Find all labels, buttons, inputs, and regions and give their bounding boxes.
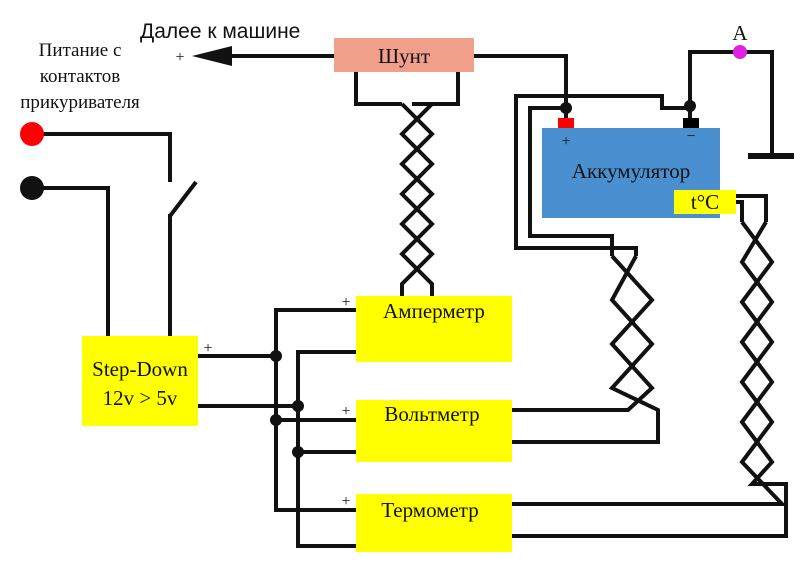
stepdown-plus-sign: + <box>203 340 212 357</box>
shunt-block <box>334 38 474 72</box>
wire-shunt-leg-left <box>354 70 402 106</box>
voltmeter-block <box>356 400 512 462</box>
car-plus-sign: + <box>175 49 184 66</box>
temp-sensor-label: t°C <box>691 190 719 214</box>
twisted-pair-thermometer-b <box>512 220 788 538</box>
junction-battery-plus <box>560 102 572 114</box>
point-a-label: A <box>732 21 748 45</box>
thermometer-label: Термометр <box>381 498 478 522</box>
junction-plus-rail-2 <box>270 414 282 426</box>
battery-minus-sign: − <box>686 128 695 145</box>
junction-minus-rail-2 <box>292 446 304 458</box>
switch-blade <box>168 180 198 218</box>
junction-minus-rail-1 <box>292 400 304 412</box>
junctions <box>270 100 696 458</box>
voltmeter-plus-sign: + <box>341 403 350 420</box>
twisted-pair-voltmeter-b <box>512 255 660 444</box>
wire-5v-minus-down <box>296 406 358 548</box>
battery-plus-sign: + <box>561 133 570 150</box>
power-label-line3: прикуривателя <box>20 92 140 113</box>
wire-5v-plus-down <box>274 356 358 512</box>
junction-plus-rail-1 <box>270 350 282 362</box>
ammeter-label: Амперметр <box>383 299 485 323</box>
point-a-marker <box>733 45 747 59</box>
wire-power-minus <box>32 186 110 336</box>
battery-label: Аккумулятор <box>572 159 690 183</box>
ammeter-block <box>356 296 512 362</box>
wire-5v-minus-rail <box>196 350 358 408</box>
wire-battery-minus-ground <box>688 50 774 156</box>
wire-shunt-leg-right <box>412 70 460 106</box>
power-label-line2: контактов <box>40 66 120 87</box>
title-to-car: Далее к машине <box>140 20 300 43</box>
wire-5v-plus-rail <box>196 308 358 358</box>
wire-volt-battery-minus <box>514 94 690 256</box>
wires <box>32 46 794 548</box>
thermometer-block <box>356 494 512 552</box>
temp-sensor-block <box>674 190 736 214</box>
wire-shunt-battery-plus <box>474 54 568 120</box>
battery-terminal-plus <box>558 118 574 128</box>
twisted-pair-voltmeter-a <box>512 254 655 412</box>
ammeter-plus-sign: + <box>341 294 350 311</box>
power-terminal-minus <box>20 176 44 200</box>
wire-volt-battery-plus <box>528 106 614 256</box>
shunt-label: Шунт <box>378 44 430 68</box>
stepdown-label-line1: Step-Down <box>92 357 188 381</box>
power-label-line1: Питание с <box>39 40 122 61</box>
junction-battery-minus <box>684 100 696 112</box>
power-terminal-plus <box>20 122 44 146</box>
twisted-pair-ammeter-b <box>399 102 435 296</box>
wire-power-plus <box>32 132 172 182</box>
wire-temp-sensor-a <box>736 200 744 222</box>
twisted-pair-thermometer-a <box>512 220 787 506</box>
voltmeter-label: Вольтметр <box>384 402 479 426</box>
wire-temp-sensor-b <box>736 194 768 222</box>
thermometer-plus-sign: + <box>341 493 350 510</box>
arrow-to-car <box>192 46 232 66</box>
stepdown-label-line2: 12v > 5v <box>103 386 178 410</box>
battery-terminal-minus <box>683 118 699 128</box>
stepdown-block <box>82 336 198 426</box>
